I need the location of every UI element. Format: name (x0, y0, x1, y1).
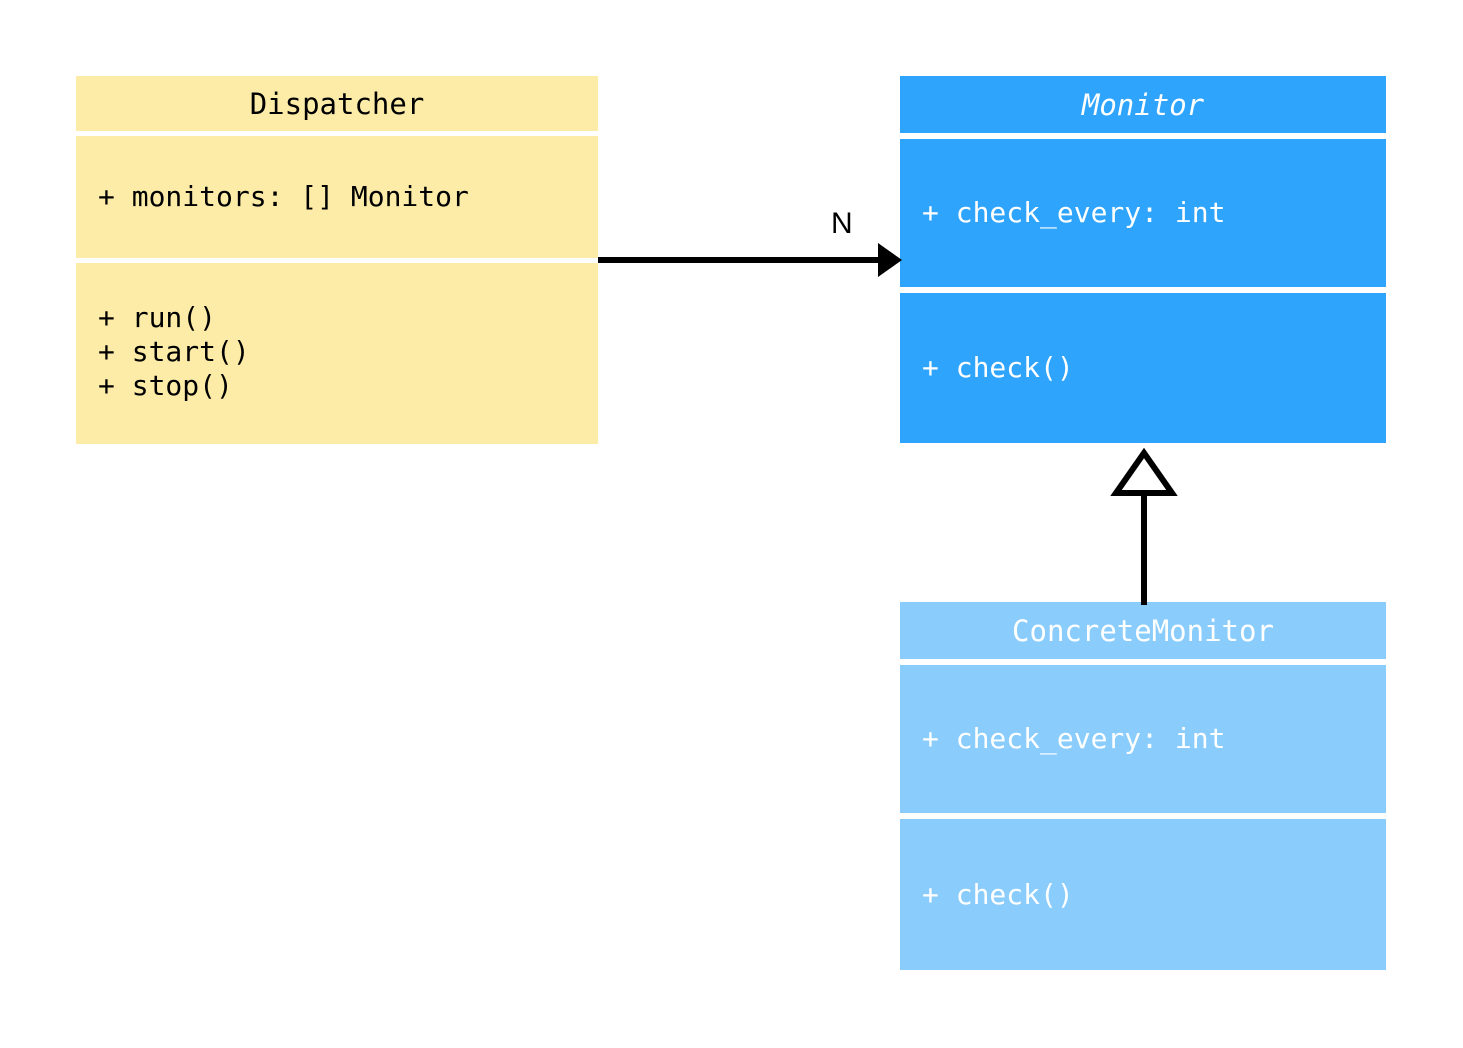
class-attributes-compartment-dispatcher: + monitors: [] Monitor (76, 136, 598, 258)
class-name-monitor: Monitor (1081, 87, 1205, 122)
class-methods-compartment-monitor: + check() (900, 293, 1386, 443)
attribute-row: + check_every: int (922, 722, 1226, 755)
method-row: + check() (922, 877, 1074, 911)
class-methods-compartment-dispatcher: + run() + start() + stop() (76, 263, 598, 444)
method-row: + run() (98, 301, 217, 334)
association-dispatcher-to-monitor (598, 243, 902, 277)
class-name-concrete-monitor: ConcreteMonitor (1012, 613, 1274, 648)
class-attributes-compartment-monitor: + check_every: int (900, 139, 1386, 287)
class-attributes-compartment-concrete-monitor: + check_every: int (900, 665, 1386, 813)
generalization-hollow-triangle-icon (1110, 447, 1178, 496)
association-arrowhead-icon (878, 243, 902, 277)
class-box-monitor[interactable]: Monitor + check_every: int + check() (900, 76, 1386, 443)
association-multiplicity-label: N (831, 207, 853, 240)
class-title-compartment-dispatcher: Dispatcher (76, 76, 598, 131)
method-row: + stop() (98, 369, 233, 402)
class-title-compartment-monitor: Monitor (900, 76, 1386, 133)
class-name-dispatcher: Dispatcher (249, 86, 425, 121)
attribute-row: + check_every: int (922, 196, 1226, 229)
class-title-compartment-concrete-monitor: ConcreteMonitor (900, 602, 1386, 659)
method-row: + start() (98, 335, 250, 368)
attribute-row: + monitors: [] Monitor (98, 180, 469, 213)
method-row: + check() (922, 351, 1074, 384)
class-box-concrete-monitor[interactable]: ConcreteMonitor + check_every: int + che… (900, 602, 1386, 970)
generalization-concrete-monitor-to-monitor (1110, 447, 1178, 605)
class-box-dispatcher[interactable]: Dispatcher + monitors: [] Monitor + run(… (76, 76, 598, 444)
class-methods-compartment-concrete-monitor: + check() (900, 819, 1386, 970)
